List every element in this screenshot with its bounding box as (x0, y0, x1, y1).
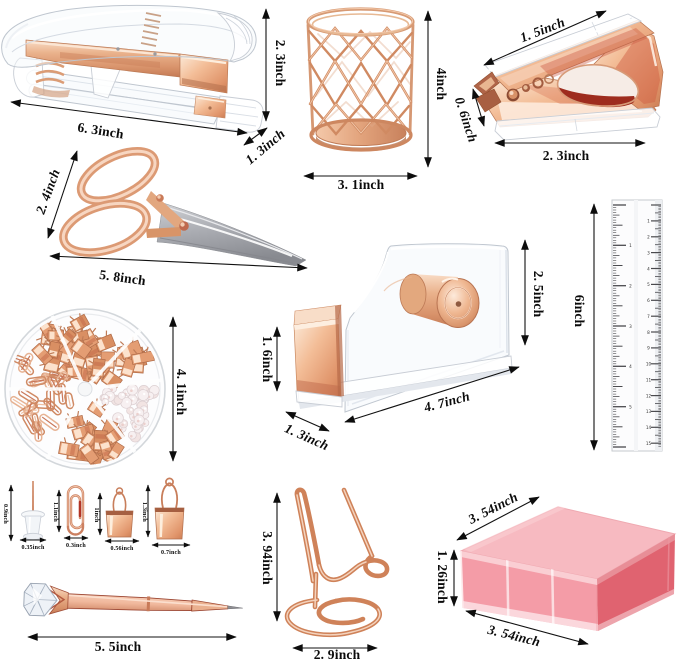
tape-length-arrow (344, 366, 520, 423)
svg-text:4: 4 (629, 364, 632, 369)
staple-remover-top-arrow (483, 10, 607, 66)
svg-text:2: 2 (647, 235, 650, 240)
pen-cup (306, 7, 415, 152)
svg-text:2: 2 (629, 284, 632, 289)
pen-length-label: 5. 5inch (95, 639, 142, 654)
pen-cup-width-label: 3. 1inch (338, 177, 385, 192)
tape-depth-arrow (285, 411, 330, 432)
tape-front-height-label: 1. 6inch (260, 336, 275, 383)
staple-remover-side-label: 0. 6inch (452, 95, 481, 144)
sticky-notes-box (459, 506, 677, 631)
staple-remover (473, 13, 664, 141)
svg-text:13: 13 (646, 409, 652, 414)
svg-text:14: 14 (646, 425, 652, 430)
pen-cup-height-label: 4inch (434, 68, 449, 101)
svg-text:6: 6 (647, 298, 650, 303)
sticky-width-arrow (465, 609, 589, 646)
binder-clip-large-width-label: 0.7inch (161, 550, 181, 556)
tape-depth-label: 1. 3inch (282, 421, 331, 454)
push-pin (21, 481, 45, 541)
stapler-length-label: 6. 3inch (77, 120, 126, 142)
svg-text:7: 7 (647, 314, 650, 319)
paper-clip-height-label: 1.1inch (52, 502, 58, 522)
binder-clip-large-height-label: 1.3inch (141, 502, 147, 522)
scissors-length-arrow (49, 252, 308, 272)
sticky-depth-arrow (456, 496, 540, 541)
stapler-top-spring (140, 12, 162, 47)
phone-stand (284, 487, 390, 638)
stapler-depth-arrow (243, 127, 268, 146)
svg-text:9: 9 (647, 346, 650, 351)
scissors-handle-arrow (47, 150, 78, 239)
diamond-pen (23, 582, 243, 617)
binder-clip-small (105, 487, 134, 538)
clips-box-diameter-label: 4. 1inch (174, 369, 189, 416)
staple-remover-width-label: 2. 3inch (543, 148, 590, 163)
svg-text:12: 12 (646, 393, 652, 398)
svg-text:15: 15 (646, 441, 652, 446)
binder-clip-small-width-label: 0.56inch (110, 546, 134, 552)
binder-clip-small-height-label: 1inch (93, 507, 99, 522)
scissors-handle-label: 2. 4inch (32, 167, 62, 217)
svg-text:8: 8 (647, 330, 650, 335)
ruler-ticks (613, 204, 661, 448)
binder-clip-large (154, 477, 185, 540)
phone-stand-width-label: 2. 9inch (314, 647, 361, 662)
tape-back-height-label: 2. 5inch (531, 271, 546, 318)
scissors (59, 146, 307, 267)
clips-box (4, 308, 166, 470)
push-pin-width-label: 0.35inch (21, 545, 45, 551)
sticky-height-label: 1. 26inch (435, 550, 450, 604)
tape-length-label: 4. 7inch (421, 388, 471, 415)
svg-text:5: 5 (647, 282, 650, 287)
stapler (1, 4, 264, 133)
paper-clip-width-label: 0.3inch (66, 543, 86, 549)
svg-text:11: 11 (646, 378, 652, 383)
ruler-length-label: 6inch (572, 295, 587, 328)
svg-text:3: 3 (647, 250, 650, 255)
svg-text:1: 1 (647, 219, 650, 224)
scissors-length-label: 5. 8inch (99, 267, 148, 288)
paper-clip (66, 485, 85, 536)
svg-text:10: 10 (646, 362, 652, 367)
svg-text:5: 5 (629, 405, 632, 410)
sticky-width-label: 3. 54inch (485, 622, 542, 650)
svg-text:1: 1 (629, 243, 632, 248)
phone-stand-height-label: 3. 94inch (260, 531, 275, 585)
svg-text:3: 3 (629, 324, 632, 329)
stapler-length-arrow (10, 99, 248, 136)
tape-dispenser (293, 243, 513, 413)
push-pin-height-label: 0.9inch (2, 504, 8, 524)
staple-remover-side-arrow (472, 88, 485, 127)
svg-text:4: 4 (647, 266, 650, 271)
stapler-height-label: 2. 3inch (273, 40, 288, 87)
